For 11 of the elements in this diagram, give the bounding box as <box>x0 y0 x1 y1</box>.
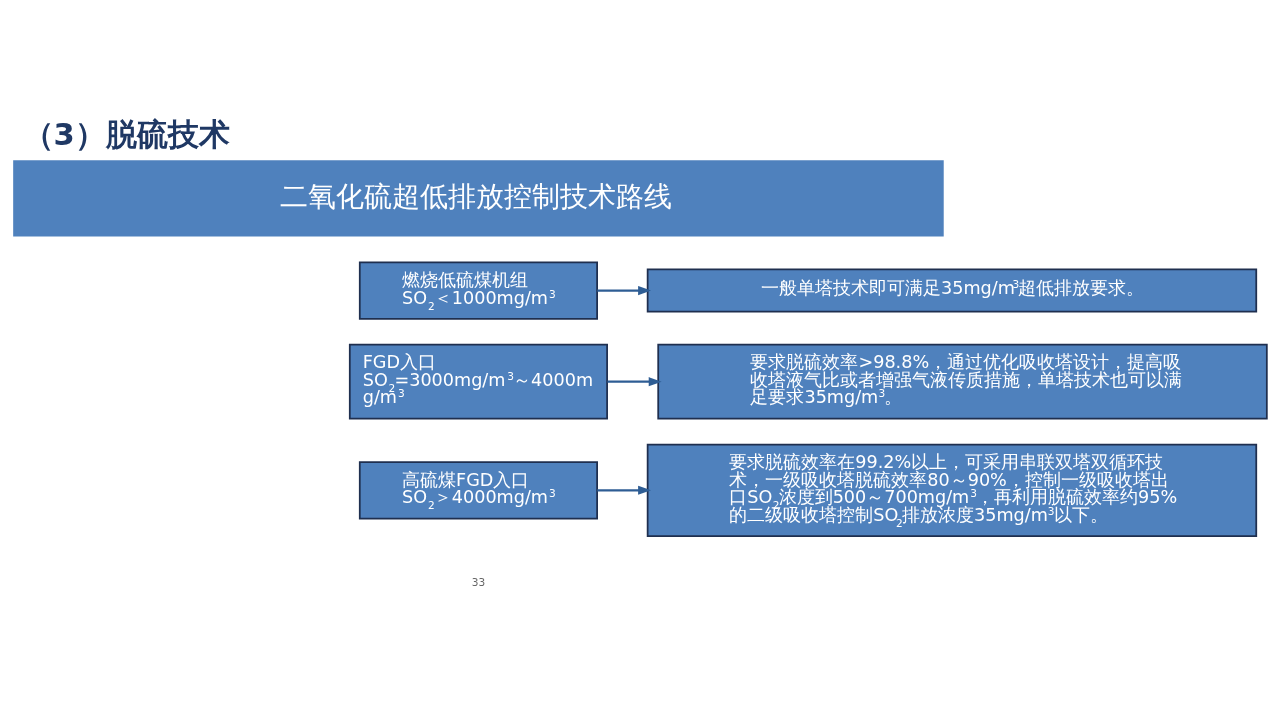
diagram-title: （3）脱硫技术 <box>22 116 230 152</box>
label: 33 <box>471 575 486 588</box>
arrow <box>607 376 662 386</box>
node-box: FGD入口 SO$_{2}$=3000mg/m$^{3}$～4000mg/m$^{3}$ <box>348 343 608 420</box>
node-box: 一般单塔技术即可满足35mg/m$^{3}$超低排放要求。 <box>646 268 1258 313</box>
node-box: 燃烧低硫煤机组 SO$_{2}$＜1000mg/m$^{3}$ <box>358 261 598 320</box>
arrow <box>597 285 652 295</box>
node-box: 高硫煤FGD入口 SO$_{2}$＞4000mg/m$^{3}$ <box>358 460 598 519</box>
arrow <box>597 485 652 495</box>
node-box: 要求脱硫效率>98.8%，通过优化吸收塔设计，提高吸收塔液气比或者增强气液传质措施，单塔技术也可以满足要求35mg/m$^{3}$。 <box>657 343 1268 420</box>
node-box: 二氧化硫超低排放控制技术路线 <box>13 159 944 237</box>
